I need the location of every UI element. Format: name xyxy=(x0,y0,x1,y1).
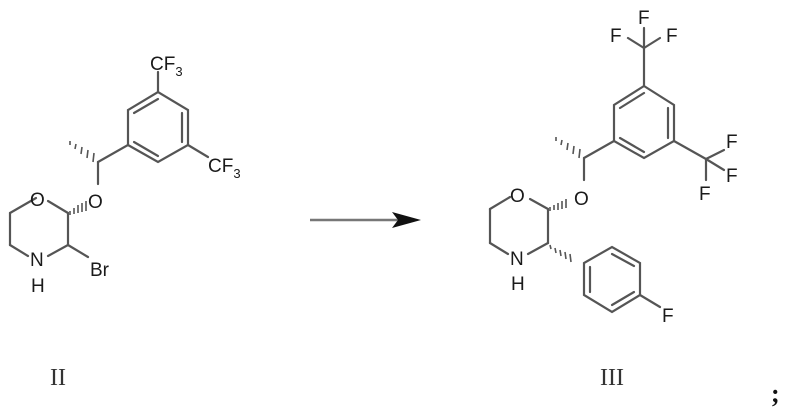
product-f-top-3: F xyxy=(666,26,678,47)
product-f-top-2: F xyxy=(610,26,622,47)
product-f-right-1: F xyxy=(726,132,738,153)
reactant-cf3-top: CF3 xyxy=(150,54,183,79)
reactant-ether-oxygen: O xyxy=(88,192,103,213)
product-ether-oxygen: O xyxy=(574,189,589,210)
product-ring-nitrogen: N xyxy=(510,249,524,270)
reactant-bromine: Br xyxy=(90,260,110,281)
product-f-right-2: F xyxy=(726,166,738,187)
reactant-structure xyxy=(8,70,210,259)
terminator-semicolon: ; xyxy=(771,379,780,408)
product-f-top-1: F xyxy=(638,8,650,29)
reactant-cf3-right: CF3 xyxy=(208,156,241,181)
reactant-ring-hydrogen: H xyxy=(31,276,45,297)
reactant-ring-nitrogen: N xyxy=(30,250,44,271)
product-label: III xyxy=(600,365,624,391)
product-structure xyxy=(488,26,726,314)
product-f-right-3: F xyxy=(699,184,711,205)
reactant-label: II xyxy=(50,365,66,391)
product-para-fluorine: F xyxy=(662,306,674,327)
reactant-ring-oxygen: O xyxy=(30,190,45,211)
product-ring-oxygen: O xyxy=(510,186,525,207)
reaction-arrow-icon xyxy=(310,212,421,228)
product-ring-hydrogen: H xyxy=(511,274,525,295)
